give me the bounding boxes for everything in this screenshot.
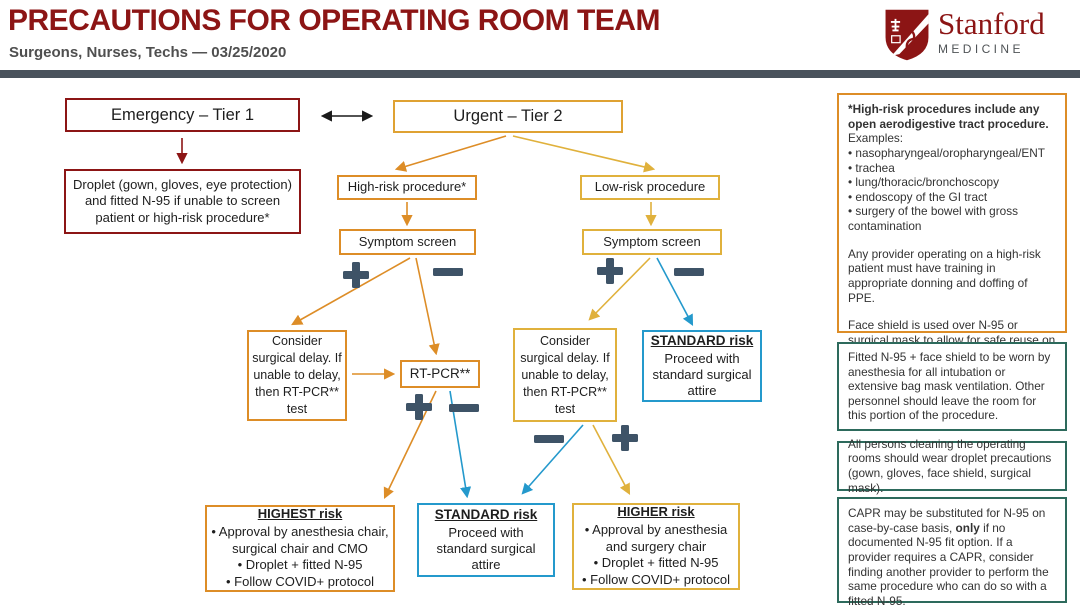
higher-risk-box: HIGHER risk • Approval by anesthesia and…: [572, 503, 740, 590]
consider-delay-box-left: Consider surgical delay. If unable to de…: [247, 330, 347, 421]
note-para-ppe-training: Any provider operating on a high-risk pa…: [848, 246, 1041, 305]
standard-risk-body: Proceed with standard surgical attire: [436, 524, 536, 573]
highest-risk-bullet: • Droplet + fitted N-95: [237, 557, 363, 573]
droplet-precautions-box: Droplet (gown, gloves, eye protection) a…: [64, 169, 301, 234]
minus-icon-symptom-right: [674, 268, 704, 276]
note-high-risk-procedures: *High-risk procedures include any open a…: [837, 93, 1067, 376]
note-anesthesia-n95: Fitted N-95 + face shield to be worn by …: [837, 342, 1067, 431]
symptom-screen-box-left: Symptom screen: [339, 229, 476, 255]
standard-risk-title: STANDARD risk: [650, 332, 754, 348]
note-capr-substitution: CAPR may be substituted for N-95 on case…: [837, 497, 1067, 608]
higher-risk-bullet: • Droplet + fitted N-95: [593, 555, 719, 571]
page-title: PRECAUTIONS FOR OPERATING ROOM TEAM: [8, 4, 660, 37]
plus-icon-symptom-right: [597, 258, 623, 284]
capr-text-post: if no documented N-95 fit option. If a p…: [848, 520, 1049, 608]
minus-icon-symptom-left: [433, 268, 463, 276]
note-bullet: • nasopharyngeal/oropharyngeal/ENT: [848, 145, 1045, 160]
emergency-tier1-box: Emergency – Tier 1: [65, 98, 300, 132]
capr-text-bold: only: [955, 520, 980, 535]
stanford-shield-icon: [885, 9, 929, 61]
higher-risk-title: HIGHER risk: [617, 504, 695, 520]
rt-pcr-box: RT-PCR**: [400, 360, 480, 388]
note-cleaning-precautions: All persons cleaning the operating rooms…: [837, 437, 1067, 495]
note-bullet: • lung/thoracic/bronchoscopy: [848, 175, 1000, 190]
note-bullet: • surgery of the bowel with gross contam…: [848, 204, 1019, 233]
plus-icon-symptom-left: [343, 262, 369, 288]
arrow-urgent-lowrisk: [512, 135, 656, 173]
consider-delay-box-right: Consider surgical delay. If unable to de…: [513, 328, 617, 422]
higher-risk-bullet: • Approval by anesthesia and surgery cha…: [584, 522, 728, 554]
highest-risk-title: HIGHEST risk: [257, 506, 343, 522]
note-lead-rest: Examples:: [848, 131, 904, 146]
plus-icon-rtpcr: [406, 394, 432, 420]
capr-text-pre: CAPR may be substituted for N-95 on case…: [848, 506, 1046, 535]
plus-icon-consider-right: [612, 425, 638, 451]
high-risk-procedure-box: High-risk procedure*: [337, 175, 477, 200]
higher-risk-bullet: • Follow COVID+ protocol: [582, 571, 730, 587]
logo-medicine-label: MEDICINE: [938, 42, 1024, 56]
low-risk-procedure-box: Low-risk procedure: [580, 175, 720, 200]
note-bullet: • endoscopy of the GI tract: [848, 189, 988, 204]
logo-wordmark: Stanford: [938, 6, 1045, 41]
arrow-urgent-highrisk: [394, 135, 507, 172]
highest-risk-box: HIGHEST risk • Approval by anesthesia ch…: [205, 505, 395, 592]
highest-risk-bullet: • Follow COVID+ protocol: [226, 573, 374, 589]
standard-risk-body: Proceed with standard surgical attire: [652, 350, 752, 399]
minus-icon-rtpcr: [449, 404, 479, 412]
header-divider-bar: [0, 70, 1080, 78]
highest-risk-bullet: • Approval by anesthesia chair, surgical…: [211, 524, 389, 556]
minus-icon-consider-right: [534, 435, 564, 443]
standard-risk-box-upper: STANDARD risk Proceed with standard surg…: [642, 330, 762, 402]
page-subtitle: Surgeons, Nurses, Techs — 03/25/2020: [9, 44, 287, 61]
note-lead-bold: *High-risk procedures include any open a…: [848, 102, 1049, 131]
symptom-screen-box-right: Symptom screen: [582, 229, 722, 255]
note-bullet: • trachea: [848, 160, 895, 175]
standard-risk-box-bottom: STANDARD risk Proceed with standard surg…: [417, 503, 555, 577]
standard-risk-title: STANDARD risk: [434, 506, 538, 522]
stanford-medicine-logo: Stanford MEDICINE: [884, 8, 1045, 62]
urgent-tier2-box: Urgent – Tier 2: [393, 100, 623, 133]
